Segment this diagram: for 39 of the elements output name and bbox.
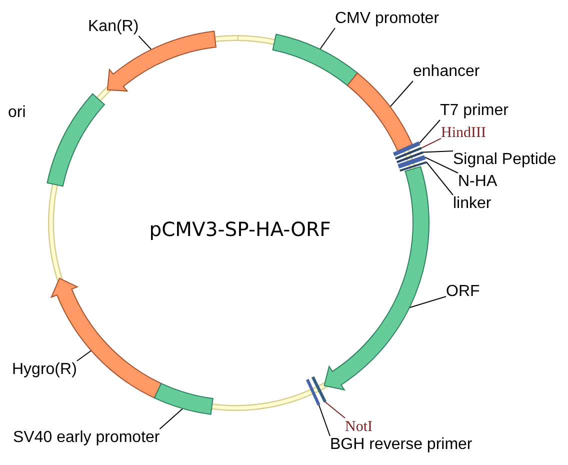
site-marker xyxy=(396,151,424,164)
feature-label: linker xyxy=(453,195,492,213)
leader-line xyxy=(420,138,442,149)
feature-label: ORF xyxy=(446,283,480,301)
site-marker xyxy=(306,378,320,406)
site-marker xyxy=(395,147,422,160)
leader-line xyxy=(159,408,184,430)
leader-line xyxy=(426,162,454,196)
feature-arc xyxy=(272,34,358,86)
site-marker xyxy=(398,155,426,169)
restriction-site-label: NotI xyxy=(345,418,372,436)
leader-line xyxy=(418,120,440,144)
leader-line xyxy=(138,36,152,50)
leader-line xyxy=(422,150,454,153)
feature-label: CMV promoter xyxy=(335,10,440,28)
feature-arc xyxy=(46,93,105,187)
leader-line xyxy=(424,156,458,174)
leader-line xyxy=(318,404,330,436)
site-marker xyxy=(311,376,327,403)
restriction-site-label: HindIII xyxy=(441,124,486,142)
feature-label: Hygro(R) xyxy=(12,361,77,379)
feature-label: SV40 early promoter xyxy=(13,429,160,447)
leader-line xyxy=(408,296,446,308)
feature-label: T7 primer xyxy=(440,102,508,120)
feature-label: Kan(R) xyxy=(88,18,139,36)
feature-label: BGH reverse primer xyxy=(330,436,472,454)
leader-line xyxy=(324,401,346,418)
feature-arc xyxy=(346,72,413,152)
leader-line xyxy=(76,350,92,362)
leader-line xyxy=(320,28,336,50)
leader-line xyxy=(390,80,414,108)
site-marker xyxy=(392,141,420,156)
feature-label: enhancer xyxy=(413,63,480,81)
feature-arc xyxy=(154,382,214,415)
site-marker xyxy=(400,161,427,172)
plasmid-name: pCMV3-SP-HA-ORF xyxy=(149,218,331,242)
feature-label: N-HA xyxy=(458,173,498,191)
feature-label: Signal Peptide xyxy=(453,151,556,169)
feature-label: ori xyxy=(8,104,26,122)
